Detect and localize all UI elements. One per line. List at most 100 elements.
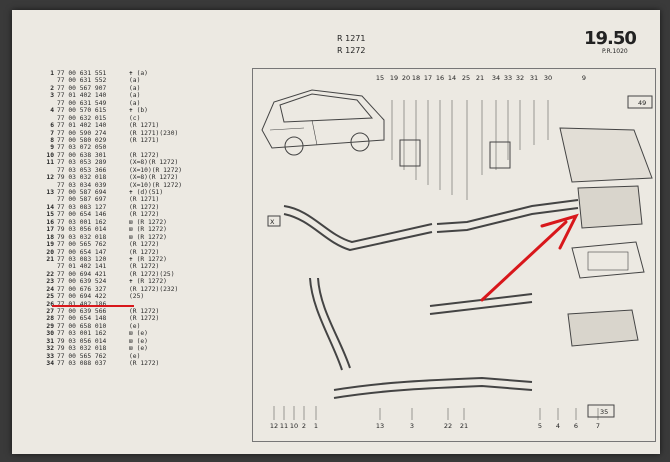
part-note: (R 1272): [129, 315, 160, 323]
part-number: 77 03 053 366: [57, 166, 107, 174]
callout-top: 34: [491, 74, 501, 82]
part-note: (R 1272)(232): [129, 285, 179, 293]
callout-bottom: 7: [595, 422, 601, 430]
part-item-number: 23: [46, 278, 54, 286]
part-number: 77 03 088 037: [57, 360, 107, 368]
part-note: ✝ (b): [129, 107, 148, 115]
part-item-number: 20: [46, 248, 54, 256]
part-number: 77 00 639 524: [57, 278, 107, 286]
part-note: (a): [129, 99, 141, 107]
part-number: 77 00 694 422: [57, 293, 107, 301]
callout-top: 18: [411, 74, 421, 82]
part-number: 77 03 001 162: [57, 218, 107, 226]
part-number: 77 00 565 762: [57, 241, 107, 249]
part-item-number: 16: [46, 218, 54, 226]
part-note: (R 1271): [129, 136, 160, 144]
part-item-number: 17: [46, 226, 54, 234]
part-item-number: 30: [46, 330, 54, 338]
part-number: 77 00 631 549: [57, 99, 107, 107]
callout-top: 19: [389, 74, 399, 82]
part-item-number: 24: [46, 285, 54, 293]
part-number: 79 03 032 018: [57, 345, 107, 353]
part-note: ⊠ (R 1272): [129, 233, 167, 241]
part-note: (R 1272): [129, 308, 160, 315]
part-item-number: 6: [50, 122, 54, 130]
exhaust-diagram: 49 35 X: [261, 89, 653, 420]
part-number: 77 00 654 147: [57, 248, 107, 256]
part-note: (R 1272): [129, 360, 160, 368]
part-note: (R 1272): [129, 203, 160, 211]
part-number: 77 00 631 551: [57, 70, 107, 77]
part-item-number: 31: [46, 337, 54, 345]
callout-bottom: 1: [313, 422, 319, 430]
part-item-number: 18: [46, 233, 54, 241]
callout-bottom: 3: [409, 422, 415, 430]
part-item-number: 21: [46, 255, 54, 263]
callout-bottom: 6: [573, 422, 579, 430]
box-label-35: 35: [600, 408, 608, 416]
part-number: 79 03 032 018: [57, 233, 107, 241]
plate-number: 19.50: [584, 28, 637, 49]
part-number: 77 01 402 186: [57, 301, 129, 308]
callout-top: 16: [435, 74, 445, 82]
part-number: 77 00 570 615: [57, 107, 107, 115]
part-note: (R 1271)(230): [129, 129, 179, 137]
part-number: 79 03 056 014: [57, 337, 107, 345]
part-note: (R 1272): [129, 248, 160, 256]
part-note: (X=10)(R 1272): [129, 166, 183, 174]
part-number: 77 00 694 421: [57, 270, 107, 278]
callout-top: 25: [461, 74, 471, 82]
part-note: (X=8)(R 1272): [129, 159, 179, 167]
callout-top: 32: [515, 74, 525, 82]
part-number: 79 03 032 018: [57, 174, 107, 182]
part-note: ⊠ (e): [129, 345, 148, 353]
parts-row: 2677 01 402 186: [42, 301, 252, 308]
parts-row: 77 03 034 039(X=10)(R 1272): [42, 182, 252, 189]
part-item-number: 2: [50, 84, 54, 92]
part-note: (e): [129, 352, 141, 360]
callout-top: 31: [529, 74, 539, 82]
part-note: ⊠ (R 1272): [129, 226, 167, 234]
part-item-number: 33: [46, 352, 54, 360]
part-note: (e): [129, 322, 141, 330]
part-note: (a): [129, 77, 141, 85]
part-note: (X=10)(R 1272): [129, 181, 183, 189]
callout-bottom: 4: [555, 422, 561, 430]
part-item-number: 8: [50, 136, 54, 144]
part-note: (R 1272)(25): [129, 270, 175, 278]
callout-top: 33: [503, 74, 513, 82]
part-number: 77 00 587 694: [57, 189, 107, 196]
parts-row: 77 03 053 366 (X=10)(R 1272): [42, 167, 252, 174]
part-item-number: 26: [46, 300, 54, 308]
part-note: ⊠ (R 1272): [129, 218, 167, 226]
plate-reference: P.R.1020: [602, 48, 628, 55]
part-number: 77 00 654 146: [57, 211, 107, 219]
callout-top: 30: [543, 74, 553, 82]
parts-row: 77 01 402 141(R 1272): [42, 263, 252, 270]
part-note: (a): [129, 92, 141, 100]
part-item-number: 32: [46, 345, 54, 353]
part-item-number: 10: [46, 151, 54, 159]
part-note: (R 1272): [129, 151, 160, 159]
part-number: 77 00 565 762: [57, 352, 107, 360]
callout-top: 9: [581, 74, 587, 82]
callout-bottom: 13: [375, 422, 385, 430]
diagram-frame: [252, 68, 656, 442]
